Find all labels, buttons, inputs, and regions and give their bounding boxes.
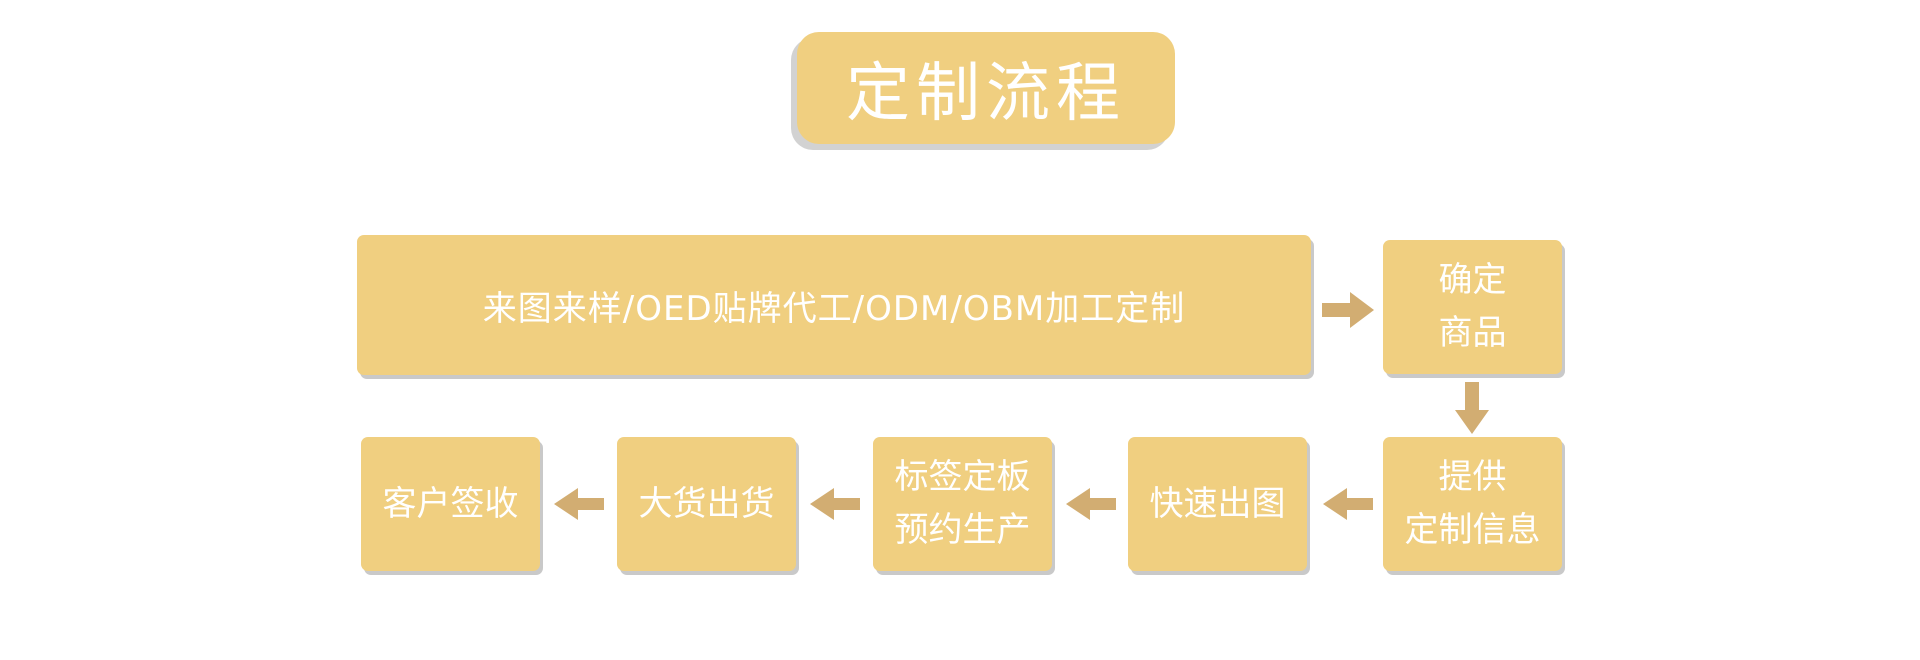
step-6-box: 大货出货 [617, 437, 796, 571]
step-4-text: 快速出图 [1149, 483, 1286, 524]
arrow-left-icon [554, 488, 604, 520]
arrow-left-icon [810, 488, 860, 520]
step-4-box: 快速出图 [1128, 437, 1307, 571]
step-5-line2: 预约生产 [894, 510, 1031, 550]
arrow-left-icon [1066, 488, 1116, 520]
arrow-left-icon [1323, 488, 1373, 520]
arrow-down-icon [1455, 382, 1489, 434]
step-3-line1: 提供 [1438, 457, 1507, 498]
step-2-box: 确定 商品 [1383, 240, 1562, 374]
step-7-text: 客户签收 [382, 483, 519, 524]
step-6-text: 大货出货 [638, 483, 775, 524]
step-2-line1: 确定 [1438, 260, 1507, 301]
step-1-box: 来图来样/OED贴牌代工/ODM/OBM加工定制 [357, 235, 1311, 375]
step-5-line1: 标签定板 [894, 457, 1031, 498]
page-title: 定制流程 [797, 32, 1175, 144]
step-2-line2: 商品 [1438, 313, 1507, 353]
page-title-text: 定制流程 [846, 57, 1126, 131]
step-1-text: 来图来样/OED贴牌代工/ODM/OBM加工定制 [482, 288, 1186, 329]
arrow-right-icon [1322, 292, 1374, 328]
step-3-box: 提供 定制信息 [1383, 437, 1562, 571]
step-3-line2: 定制信息 [1404, 510, 1541, 550]
step-5-box: 标签定板 预约生产 [873, 437, 1052, 571]
step-7-box: 客户签收 [361, 437, 540, 571]
